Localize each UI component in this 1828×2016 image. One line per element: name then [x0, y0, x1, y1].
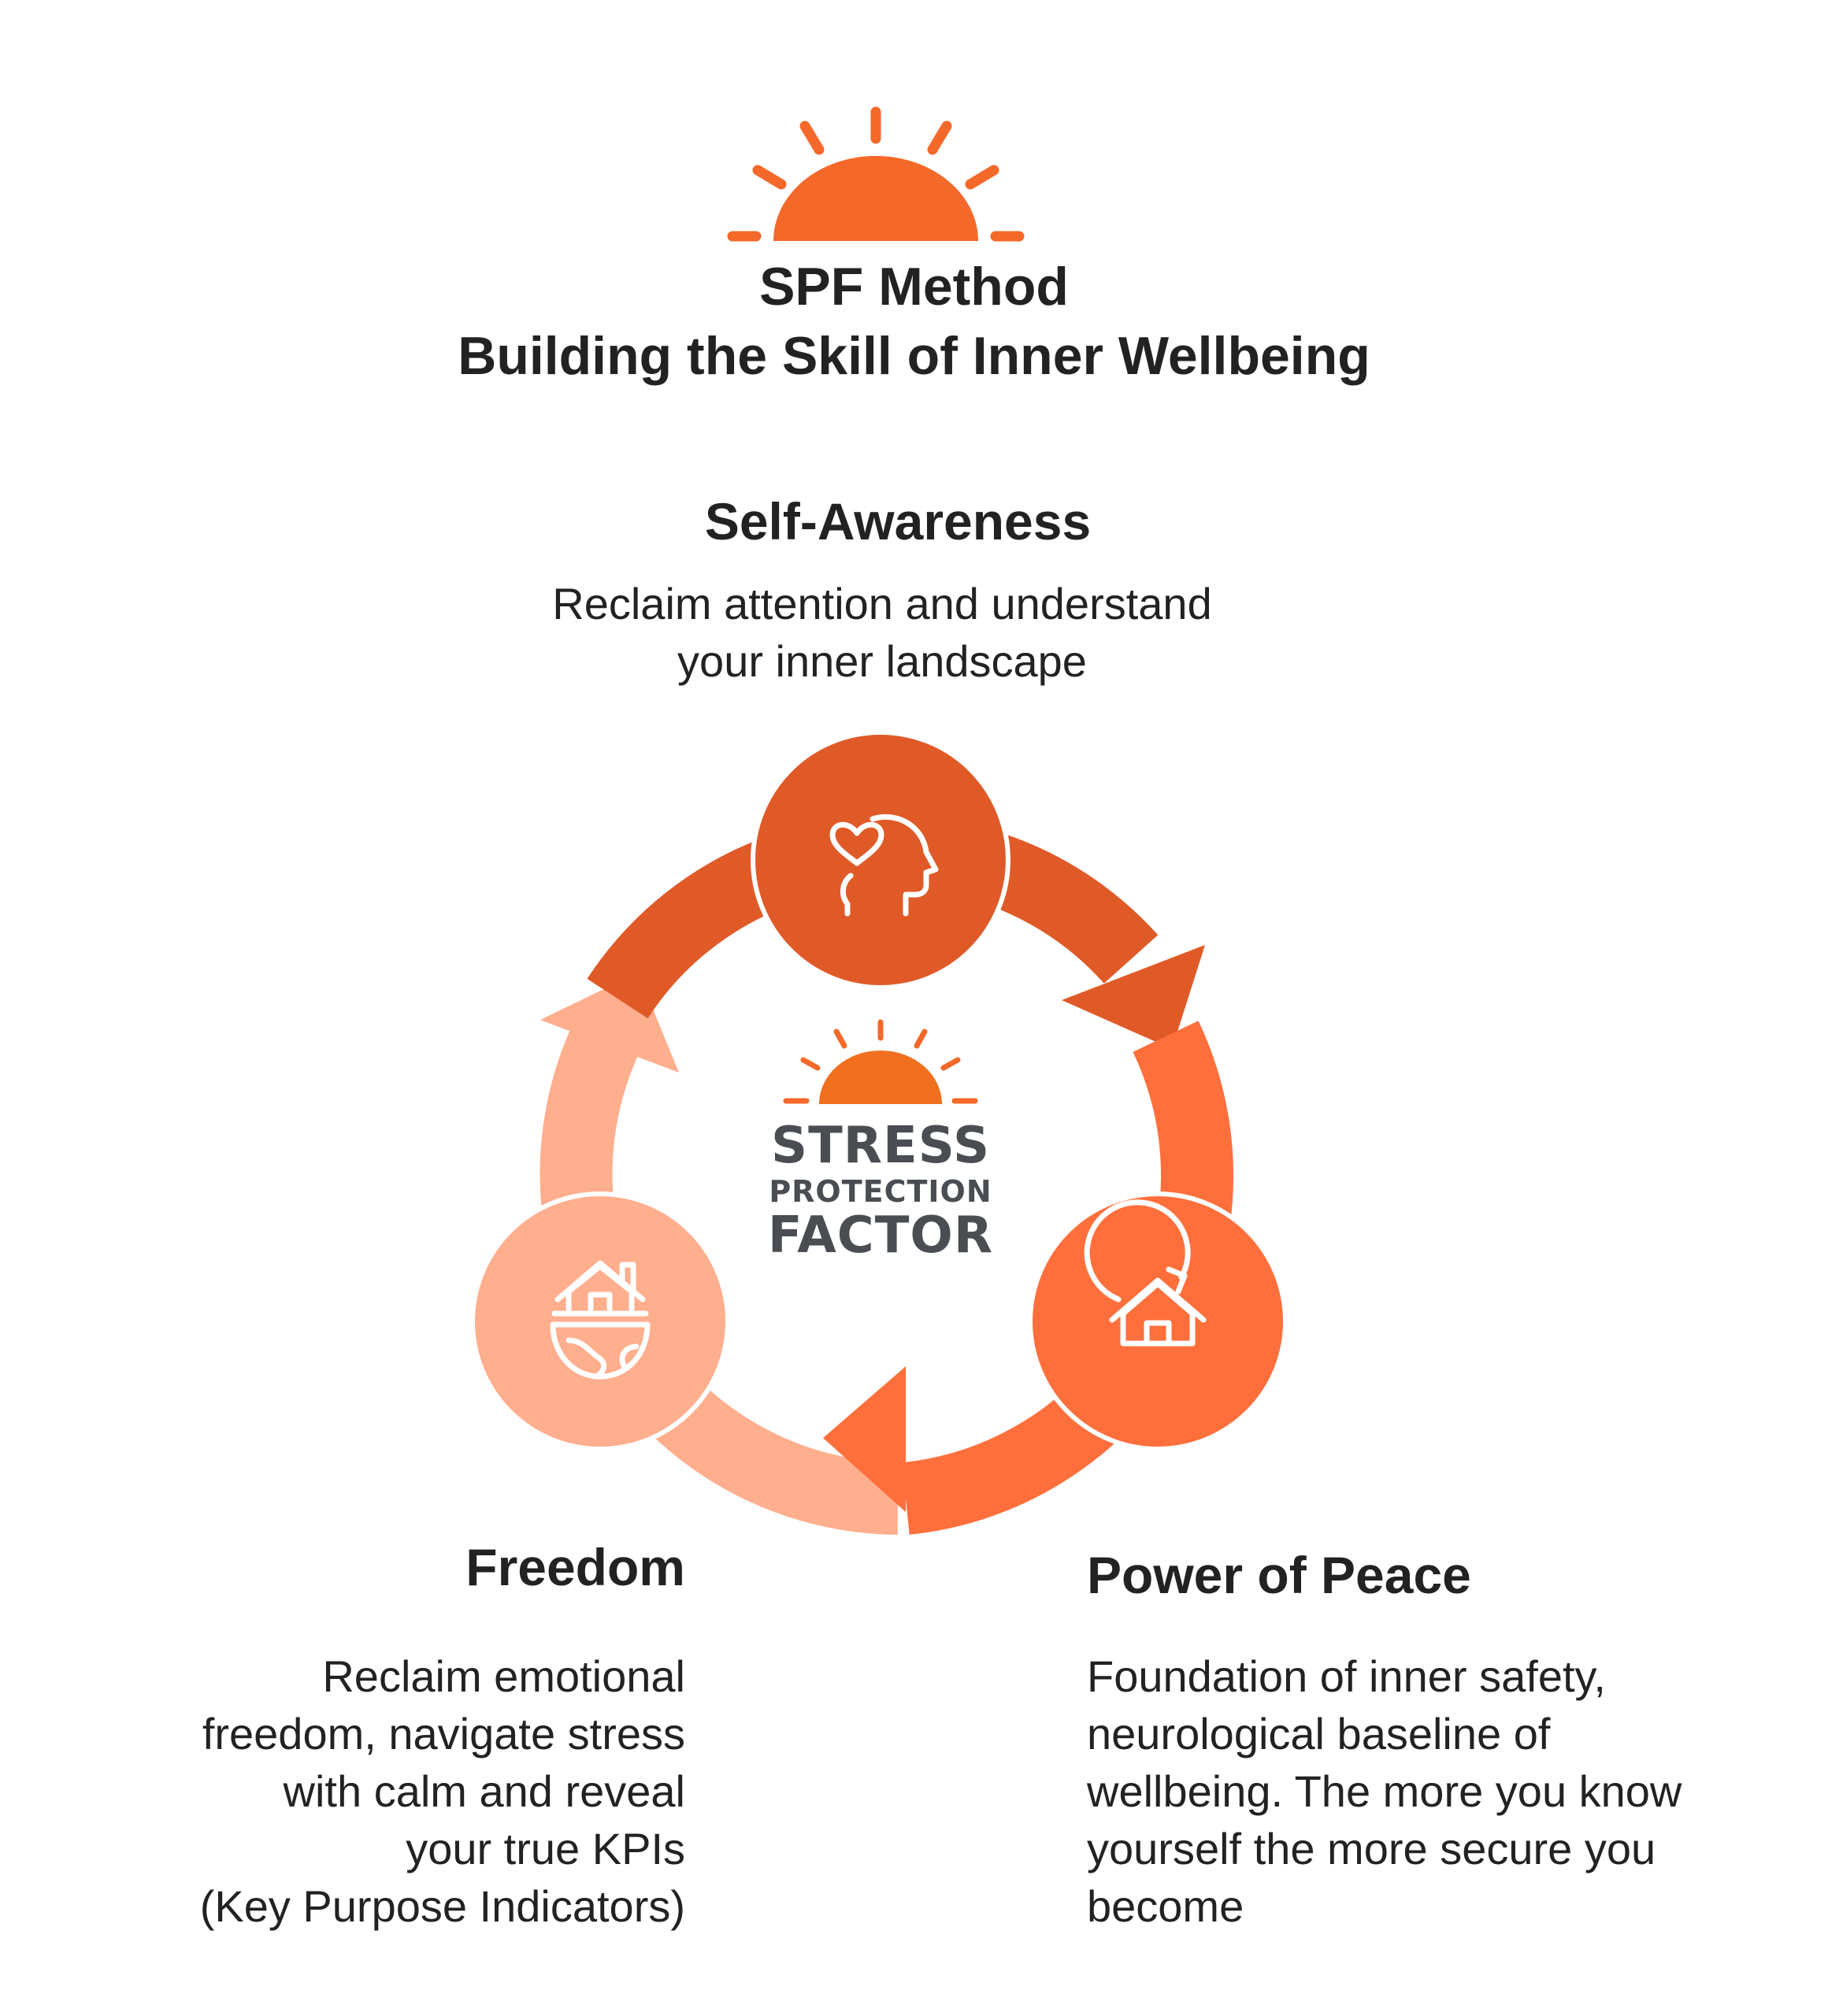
- self-awareness-description: Reclaim attention and understand your in…: [552, 579, 1212, 686]
- power-of-peace-description: Foundation of inner safety, neurological…: [1087, 1651, 1682, 1931]
- freedom-node: [470, 1191, 730, 1451]
- heart-head-icon: [829, 813, 939, 917]
- logo-word-factor: FACTOR: [767, 1206, 994, 1265]
- title-line-2: Building the Skill of Inner Wellbeing: [458, 326, 1370, 386]
- freedom-heading: Freedom: [465, 1538, 685, 1596]
- self-awareness-arrowhead: [1062, 945, 1205, 1049]
- logo-word-protection: PROTECTION: [769, 1174, 992, 1209]
- self-awareness-heading: Self-Awareness: [704, 492, 1092, 550]
- power-of-peace-arrowhead: [823, 1366, 906, 1512]
- center-sunrise-icon: [783, 1019, 978, 1104]
- logo-word-stress: STRESS: [770, 1117, 991, 1175]
- home-cycle-icon: [1084, 1199, 1207, 1347]
- title-line-1: SPF Method: [759, 257, 1069, 317]
- power-of-peace-heading: Power of Peace: [1087, 1546, 1471, 1604]
- page-title: SPF Method Building the Skill of Inner W…: [0, 252, 1828, 391]
- floating-island-home-icon: [550, 1260, 651, 1380]
- freedom-description: Reclaim emotional freedom, navigate stre…: [199, 1651, 685, 1931]
- self-awareness-node: [751, 730, 1010, 990]
